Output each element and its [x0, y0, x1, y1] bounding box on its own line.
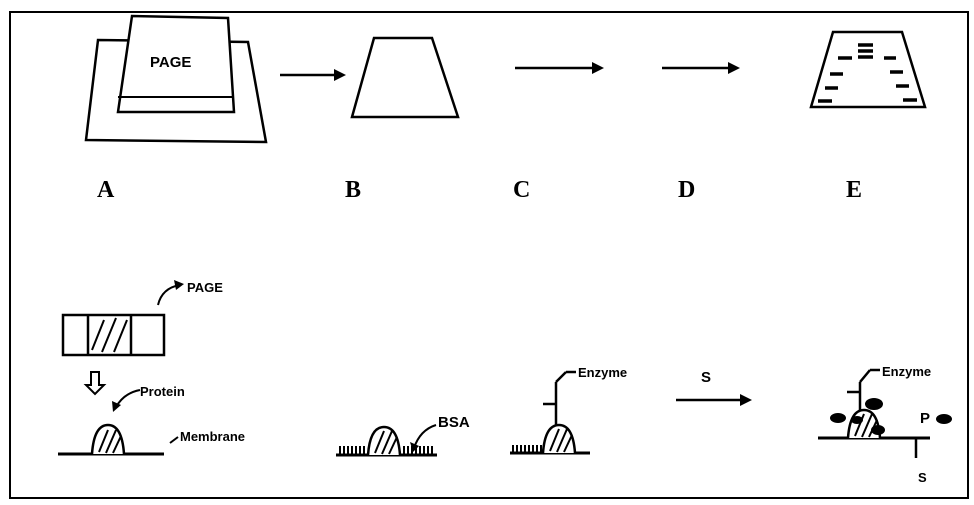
stage-label-b: B [345, 177, 361, 203]
panel-transfer: PAGE Protein Membrane [58, 280, 245, 456]
substrate-label: S [918, 470, 927, 485]
gel-band-hatch [91, 317, 128, 353]
arrow-a-to-b-head [334, 69, 346, 81]
arrow-c-to-d-head [728, 62, 740, 74]
page-label: PAGE [187, 280, 223, 295]
product-dot [936, 414, 952, 424]
stage-label-e: E [846, 177, 862, 203]
protein-bands [818, 43, 917, 103]
bsa-label: BSA [438, 414, 470, 431]
stage-label-d: D [678, 177, 695, 203]
gel-label: PAGE [150, 54, 191, 71]
antibody-enzyme-conjugate [543, 370, 576, 425]
bsa-blocking-bristles [339, 446, 433, 455]
precipitated-product-dots [830, 398, 885, 435]
gel-strip [61, 313, 166, 357]
panel-antibody: Enzyme [510, 365, 627, 455]
protein-label: Protein [140, 384, 185, 399]
product-label: P [920, 410, 930, 427]
enzyme-label-2: Enzyme [882, 364, 931, 379]
stage-a-gel-on-membrane: PAGE [84, 14, 268, 144]
stage-e-blotted-membrane [809, 30, 927, 109]
stage-label-a: A [97, 177, 115, 203]
antibody-enzyme-conjugate-2 [847, 368, 880, 410]
substrate-arrow-label: S [701, 369, 711, 386]
membrane-e [809, 30, 927, 109]
transfer-down-arrow-icon [83, 371, 107, 396]
stage-label-c: C [513, 177, 530, 203]
panel-blocking: BSA [336, 414, 470, 457]
substrate-arrow-head [740, 394, 752, 406]
panel-detection: Enzyme P S [818, 364, 952, 485]
diagram-border [9, 11, 969, 499]
page-gel-slab [116, 14, 236, 114]
stage-b-membrane [350, 36, 460, 119]
enzyme-label-1: Enzyme [578, 365, 627, 380]
membrane-label: Membrane [180, 429, 245, 444]
arrow-b-to-c-head [592, 62, 604, 74]
